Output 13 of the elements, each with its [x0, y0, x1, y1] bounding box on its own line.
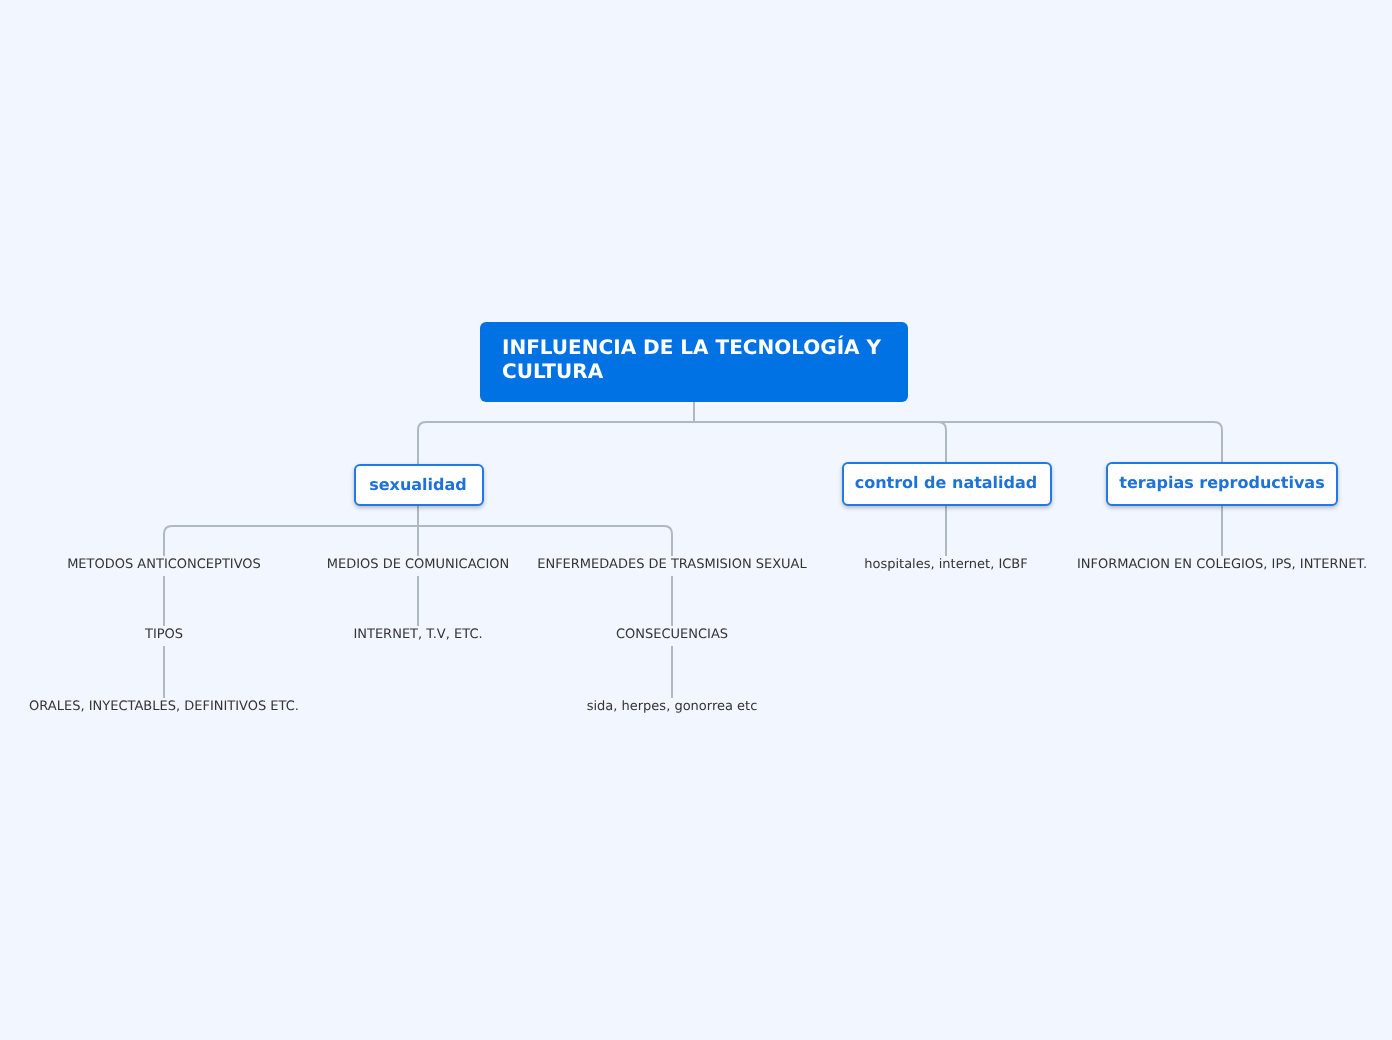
connector-line	[671, 575, 673, 627]
connector-line	[417, 575, 419, 627]
connector-line	[417, 505, 673, 557]
connector-line	[163, 645, 165, 699]
connector-line	[945, 505, 947, 557]
connector-line	[693, 401, 1223, 463]
central-topic-box: INFLUENCIA DE LA TECNOLOGÍA Y CULTURA	[480, 322, 908, 402]
topic-box: control de natalidad	[841, 462, 1051, 506]
connector-line	[163, 575, 165, 627]
connector-line	[1221, 505, 1223, 557]
topic-box: terapias reproductivas	[1106, 462, 1338, 506]
connector-line	[671, 645, 673, 699]
topic-box: sexualidad	[353, 464, 483, 506]
